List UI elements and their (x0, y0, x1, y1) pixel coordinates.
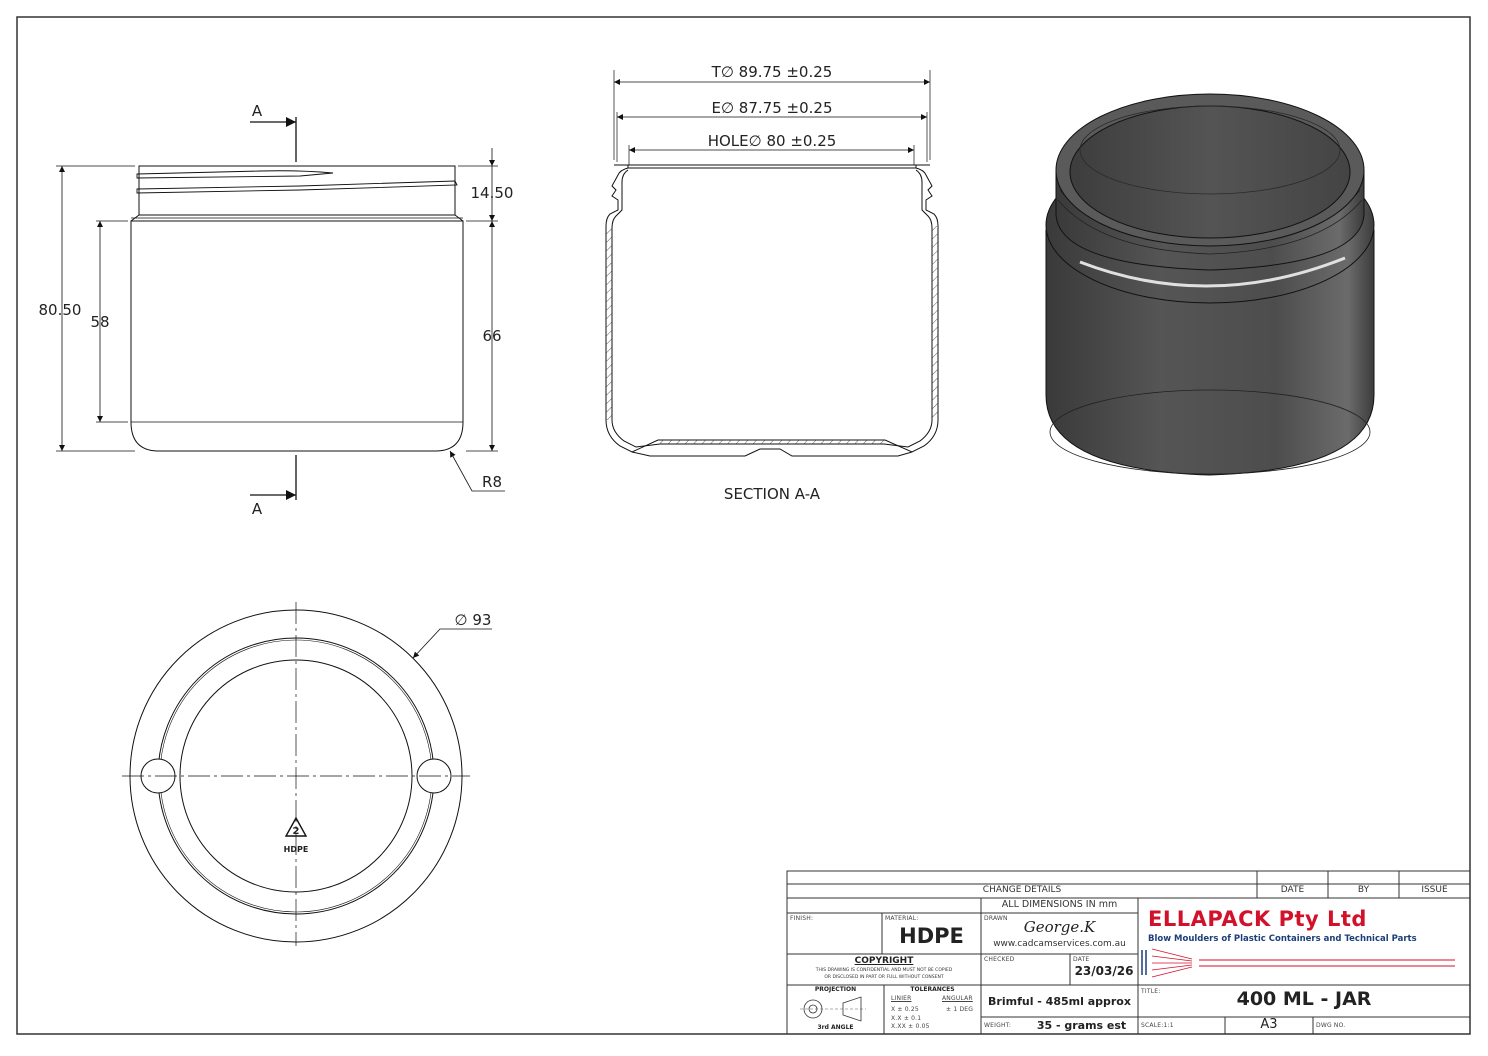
all-dimensions-note: ALL DIMENSIONS IN mm (1001, 899, 1118, 910)
recycle-number: 2 (293, 826, 300, 837)
date-value: 23/03/26 (1074, 964, 1134, 978)
front-view-labels: A A 80.50 58 14.50 66 R8 (39, 102, 514, 518)
material-value: HDPE (899, 924, 964, 948)
weight-value: 35 - grams est (1036, 1019, 1127, 1032)
recycle-label: HDPE (284, 845, 309, 854)
dim-overall-height: 80.50 (39, 301, 82, 319)
dim-t-diameter: T∅ 89.75 ±0.25 (711, 63, 833, 81)
drawing-title: 400 ML - JAR (1236, 988, 1372, 1010)
tolerance-x: X ± 0.25 (891, 1006, 919, 1013)
col-date-header: DATE (1280, 885, 1305, 895)
company-tagline: Blow Moulders of Plastic Containers and … (1148, 934, 1417, 944)
dim-body-height: 58 (90, 313, 109, 331)
bottom-view-labels: ∅ 93 2 HDPE (284, 611, 492, 854)
material-label: MATERIAL: (885, 915, 919, 922)
tolerance-angular: ± 1 DEG (946, 1006, 974, 1013)
dim-bottom-diameter: ∅ 93 (455, 611, 492, 629)
col-by-header: BY (1357, 885, 1370, 895)
copyright-line2: OR DISCLOSED IN PART OR FULL WITHOUT CON… (824, 975, 944, 980)
col-issue-header: ISSUE (1421, 885, 1448, 895)
drawn-label: DRAWN (984, 915, 1008, 922)
checked-label: CHECKED (984, 956, 1015, 963)
drawn-value: George.K (1023, 918, 1096, 936)
drawn-website: www.cadcamservices.com.au (993, 939, 1126, 949)
title-label: TITLE: (1141, 988, 1161, 995)
dim-e-diameter: E∅ 87.75 ±0.25 (712, 99, 833, 117)
dim-shoulder-to-base: 66 (482, 327, 501, 345)
bottom-view (122, 602, 492, 946)
scale-label: SCALE:1:1 (1141, 1022, 1174, 1029)
logo-stripes (1141, 948, 1455, 978)
capacity-note: Brimful - 485ml approx (988, 995, 1131, 1008)
change-details-header: CHANGE DETAILS (982, 885, 1062, 895)
angular-label: ANGULAR (942, 995, 973, 1002)
section-view (605, 70, 939, 457)
date-label: DATE (1073, 956, 1090, 963)
finish-label: FINISH: (790, 915, 814, 922)
dim-radius: R8 (482, 473, 502, 491)
tolerance-xxx: X.XX ± 0.05 (891, 1023, 930, 1030)
company-name: ELLAPACK Pty Ltd (1148, 907, 1367, 931)
projection-label: PROJECTION (814, 986, 857, 993)
dwg-no-label: DWG NO. (1316, 1022, 1346, 1029)
iso-view (1045, 93, 1375, 476)
weight-label: WEIGHT: (984, 1022, 1012, 1029)
section-marker-top: A (252, 102, 263, 120)
dim-neck-height: 14.50 (471, 184, 514, 202)
front-view (56, 117, 505, 500)
tolerance-xx: X.X ± 0.1 (891, 1015, 922, 1022)
section-caption: SECTION A-A (724, 485, 821, 503)
copyright-title: COPYRIGHT (854, 956, 914, 966)
title-block-grid (786, 870, 1471, 1035)
dim-hole-diameter: HOLE∅ 80 ±0.25 (708, 132, 837, 150)
section-view-labels: T∅ 89.75 ±0.25 E∅ 87.75 ±0.25 HOLE∅ 80 ±… (708, 63, 837, 503)
projection-value: 3rd ANGLE (817, 1024, 854, 1031)
tolerances-label: TOLERANCES (910, 986, 955, 993)
sheet-size: A3 (1260, 1017, 1278, 1032)
linear-label: LINIER (891, 995, 912, 1002)
sheet-border (16, 16, 1471, 1035)
copyright-line1: THIS DRAWING IS CONFIDENTIAL AND MUST NO… (815, 968, 953, 973)
section-marker-bottom: A (252, 500, 263, 518)
